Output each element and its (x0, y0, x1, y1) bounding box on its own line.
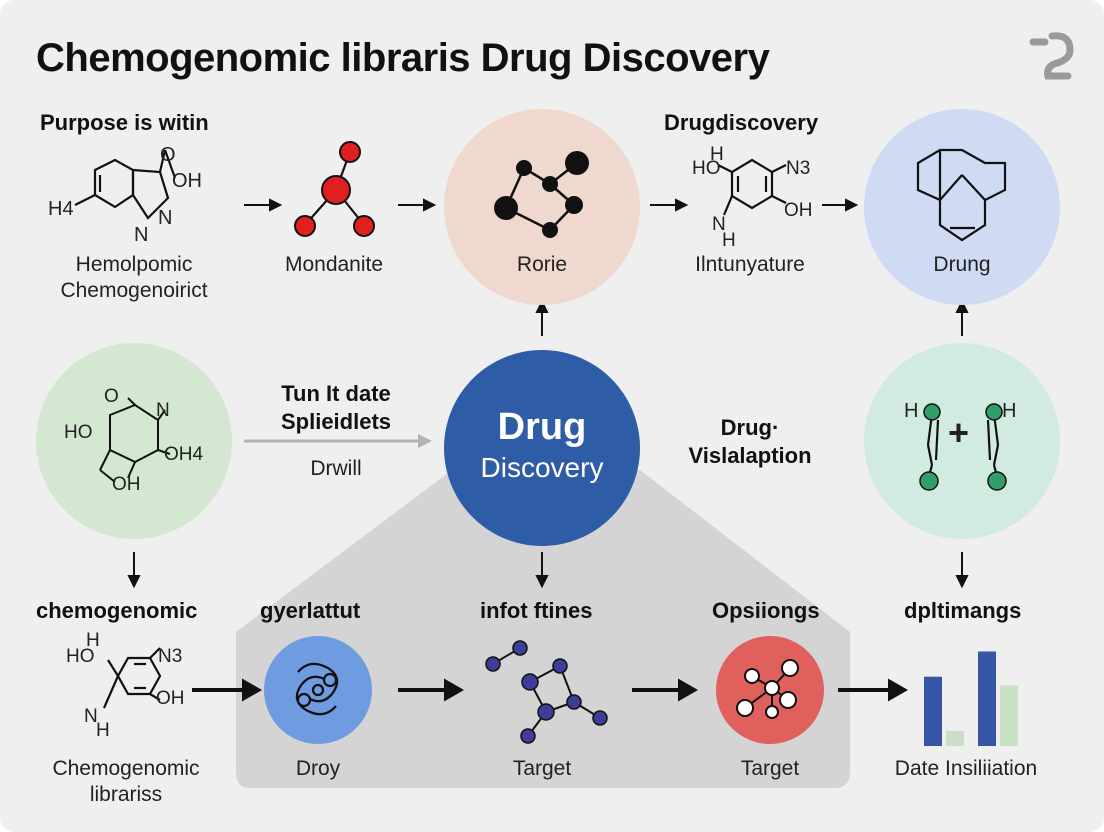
vislalaption-text: Drug· Vislalaption (688, 414, 811, 470)
atom-h4: H4 (48, 198, 74, 220)
atom-h2-bottom: H (96, 720, 110, 741)
label-chemogenomic-line2: librariss (89, 783, 163, 806)
left-molecule (99, 397, 171, 483)
plus-sign: + (948, 412, 970, 453)
atom-oh4-mid: OH4 (164, 444, 204, 465)
label-hemolpomic-line1: Hemolpomic (75, 253, 193, 276)
label-mondanite: Mondanite (284, 253, 384, 276)
mondanite-molecule (294, 141, 375, 237)
atom-oh-mid: OH (112, 474, 141, 495)
header-opsiiongs: Opsiiongs (712, 598, 820, 623)
bar-green-1 (946, 730, 964, 746)
label-hemolpomic: Hemolpomic Chemogenoirict (60, 252, 207, 304)
logo-icon (1029, 32, 1074, 80)
header-infot-ftines: infot ftines (480, 598, 593, 623)
node-vislalaption-circle (864, 343, 1060, 539)
header-gyerlattut: gyerlattut (260, 598, 361, 623)
arrow-caption: Drwill (310, 457, 362, 480)
atom-o-mid: O (104, 386, 119, 407)
vislalaption-molecule (919, 403, 1007, 491)
atom-ho: HO (692, 158, 721, 179)
ilntunyature-molecule (717, 158, 787, 216)
atom-h-right: H (1002, 400, 1017, 422)
hub-shadow-panel (236, 470, 850, 788)
atom-n2: N (134, 224, 149, 246)
node-drung-circle (864, 109, 1060, 305)
atom-oh: OH (172, 170, 202, 192)
label-hemolpomic-line2: Chemogenoirict (60, 279, 208, 302)
label-target-1: Target (512, 757, 572, 780)
atom-n3-bottom: N3 (158, 646, 183, 667)
header-purpose: Purpose is witin (40, 110, 209, 135)
bar-blue-1 (924, 676, 942, 746)
bar-green-2 (1000, 685, 1018, 746)
mini-bar-chart (924, 651, 1018, 746)
arrow-title-line2: Splieidlets (280, 409, 392, 434)
target-network-icon (485, 640, 608, 744)
label-rorie: Rorie (516, 253, 568, 276)
atom-ho-bottom: HO (66, 646, 95, 667)
label-chemogenomic-libraris: Chemogenomic librariss (52, 756, 199, 808)
atom-n-mid: N (156, 400, 170, 421)
rorie-molecule (494, 151, 589, 238)
vislalaption-line2: Vislalaption (688, 443, 812, 468)
label-date-insiliiation: Date Insiliiation (894, 757, 1038, 780)
label-target-2: Target (740, 757, 800, 780)
atom-n-low: N (712, 214, 726, 235)
hemolpomic-molecule (74, 149, 177, 220)
atom-oh-bottom: OH (156, 688, 185, 709)
node-rorie-circle (444, 109, 640, 305)
header-chemogenomic: chemogenomic (36, 598, 198, 623)
atom-h-left: H (904, 400, 919, 422)
atom-n1: N (158, 207, 173, 229)
atom-h-bottom: H (86, 630, 100, 651)
atom-h-low: H (722, 230, 736, 251)
vislalaption-line1: Drug· (720, 415, 780, 440)
hub-subtitle: Discovery (480, 452, 604, 483)
header-drugdiscovery: Drugdiscovery (664, 110, 819, 135)
arrow-title-line1: Tun It date (281, 381, 391, 406)
label-droy: Droy (295, 757, 341, 780)
node-left-molecule-circle (36, 343, 232, 539)
atom-h-top: H (710, 144, 724, 165)
label-chemogenomic-line1: Chemogenomic (52, 757, 200, 780)
atom-n-bottom: N (84, 706, 98, 727)
header-dpltimangs: dpltimangs (904, 598, 1022, 623)
hub-circle (444, 350, 640, 546)
atom-oh-right: OH (784, 200, 813, 221)
label-ilntunyature: Ilntunyature (695, 253, 805, 276)
droy-icon (295, 662, 339, 716)
hub-title: Drug (497, 406, 587, 448)
arrow-title: Tun It date Splieidlets (281, 380, 391, 436)
drung-molecule (916, 148, 1007, 242)
chemogenomic-molecule (102, 647, 162, 709)
atom-n3: N3 (786, 158, 811, 179)
bar-blue-2 (978, 651, 996, 746)
atom-ho-mid: HO (64, 422, 93, 443)
page-title: Chemogenomic libraris Drug Discovery (36, 36, 770, 80)
atom-o: O (160, 144, 176, 166)
label-drung: Drung (933, 253, 991, 276)
target-red-network-icon (736, 659, 799, 719)
